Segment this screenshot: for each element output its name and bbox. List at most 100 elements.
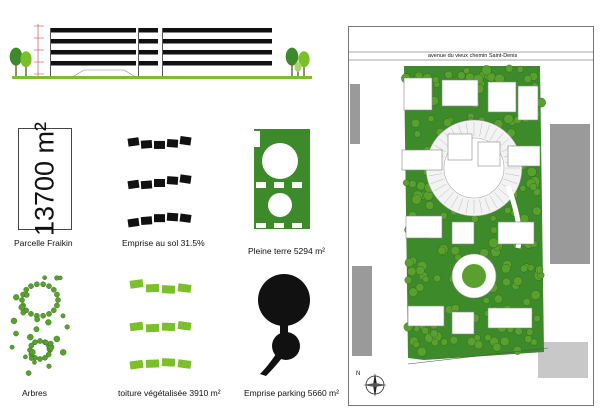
footprint-block	[154, 179, 165, 188]
plan-tree	[526, 328, 534, 336]
tree	[19, 297, 25, 303]
green-roof-block	[161, 285, 176, 294]
floor-slab	[50, 28, 136, 33]
tree	[10, 317, 18, 325]
plan-tree	[501, 264, 511, 274]
trees-caption: Arbres	[22, 388, 48, 398]
void-block	[292, 223, 302, 228]
tree	[57, 275, 63, 281]
parking-stall-line	[444, 192, 454, 204]
green-roof-block	[177, 321, 192, 331]
plan-tree	[523, 74, 532, 84]
building-block	[403, 77, 433, 111]
building-block	[451, 311, 475, 335]
void-block	[256, 182, 266, 188]
tree	[23, 354, 28, 360]
tree	[45, 319, 52, 326]
plan-tree	[443, 118, 452, 128]
footprint-block	[140, 180, 153, 190]
parking-stall-line	[465, 199, 469, 214]
tree	[25, 370, 32, 376]
footprint-block	[140, 139, 153, 149]
plan-tree	[413, 325, 420, 333]
plan-tree	[427, 115, 435, 123]
floor-slab	[138, 61, 158, 66]
building-block	[407, 305, 445, 327]
plan-tree	[431, 338, 439, 347]
footprint-block	[154, 140, 165, 149]
parking-stall-line	[503, 178, 518, 184]
tree-crown	[285, 47, 299, 66]
plan-tree	[416, 181, 426, 191]
plan-tree	[513, 276, 523, 286]
footprint-block	[127, 217, 140, 228]
parking-outline	[73, 69, 135, 77]
plan-tree	[519, 185, 527, 192]
parking-connector	[280, 324, 288, 334]
green-roof-block	[145, 359, 160, 368]
building-block	[451, 221, 475, 245]
green-roof-block	[145, 283, 160, 293]
parking-stall-line	[505, 173, 520, 177]
plan-tree	[484, 334, 492, 342]
plan-tree	[413, 130, 421, 138]
void-circle	[262, 143, 298, 179]
void-circle	[268, 193, 292, 217]
boundary-line	[407, 347, 549, 365]
plan-tree	[514, 327, 523, 336]
plan-tree	[530, 290, 541, 300]
footprint-block	[166, 212, 179, 222]
plan-tree	[474, 340, 483, 350]
plan-tree	[520, 264, 528, 273]
site-plan: avenue du vieux chemin Saint-Denis N	[348, 26, 594, 406]
ground-line	[12, 76, 312, 79]
tree	[37, 356, 43, 362]
tree	[20, 309, 27, 316]
parking-stall-line	[430, 178, 445, 184]
plan-tree	[504, 206, 512, 215]
plan-tree	[488, 237, 499, 249]
plan-tree	[535, 265, 544, 274]
plan-tree	[402, 179, 410, 187]
plan-tree	[415, 266, 425, 276]
tree	[34, 281, 40, 288]
tree	[13, 330, 19, 337]
facade-line	[162, 28, 163, 76]
floor-slab	[50, 61, 136, 66]
parking-stall-line	[498, 138, 510, 148]
compass-icon	[363, 373, 387, 397]
tree	[55, 297, 61, 303]
plan-tree	[500, 336, 510, 346]
plan-tree	[422, 275, 430, 283]
neighbour-building	[550, 124, 590, 264]
building-block	[441, 79, 479, 107]
tree	[64, 324, 70, 330]
plan-tree	[492, 342, 502, 352]
tree-crown	[298, 51, 310, 68]
parking-stall-line	[438, 138, 450, 148]
tree	[28, 355, 35, 361]
plan-tree	[526, 166, 537, 177]
tree	[59, 349, 67, 356]
tree	[18, 304, 25, 311]
footprint-block	[127, 179, 140, 190]
tree	[37, 338, 43, 344]
parking-caption: Emprise parking 5660 m²	[244, 388, 339, 398]
compass-rose: N	[356, 371, 388, 398]
footprint-diagram	[127, 136, 192, 228]
floor-slab	[162, 61, 272, 66]
tree	[53, 335, 61, 343]
footprint-block	[140, 216, 153, 226]
tree	[9, 344, 15, 350]
plan-tree	[430, 329, 439, 338]
building-block	[497, 221, 535, 245]
tree	[43, 339, 49, 346]
void-block	[274, 223, 284, 228]
green-roof-block	[129, 359, 144, 370]
tree-crown	[294, 62, 302, 72]
plan-tree	[449, 335, 459, 345]
open-ground-caption: Pleine terre 5294 m²	[248, 246, 326, 256]
parcel-caption: Parcelle Fraikin	[14, 238, 73, 248]
plan-tree	[416, 346, 427, 357]
footprint-block	[154, 214, 165, 223]
